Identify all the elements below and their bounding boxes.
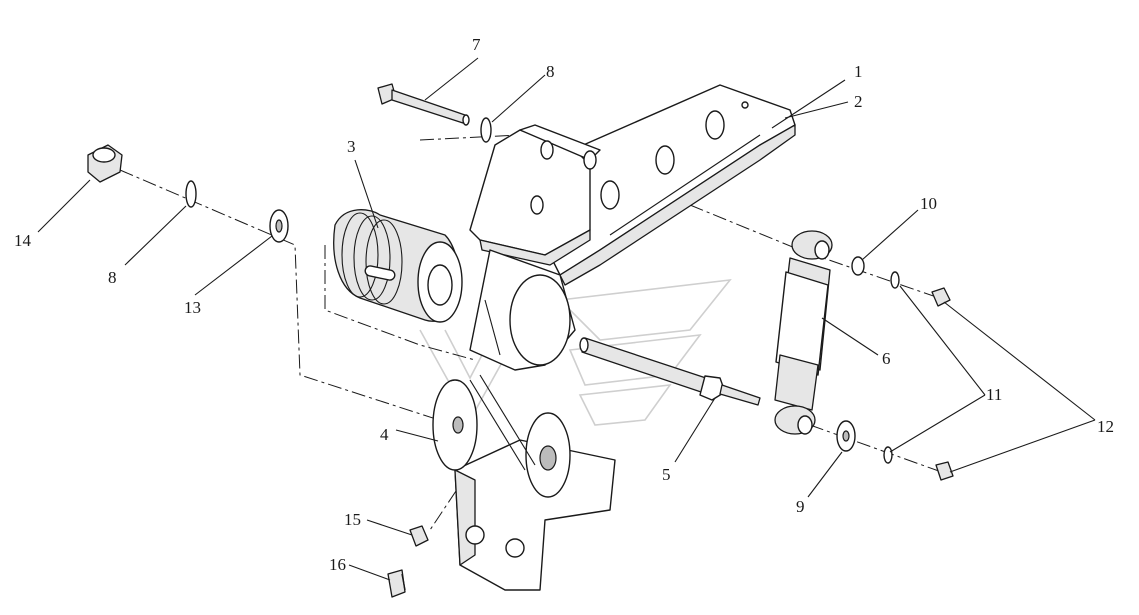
callout-5: 5	[662, 465, 671, 484]
callout-3: 3	[347, 137, 356, 156]
callout-6: 6	[882, 349, 891, 368]
hardware	[87, 117, 954, 598]
long-pin	[579, 337, 761, 406]
rubber-bushing	[333, 209, 463, 323]
callout-2: 2	[854, 92, 863, 111]
callout-11: 11	[986, 385, 1002, 404]
lower-mount-bracket	[432, 374, 616, 591]
callout-4: 4	[380, 425, 389, 444]
cab-mount-bracket	[469, 124, 601, 266]
callout-8-top: 8	[546, 62, 555, 81]
callout-labels: 1 2 3 4 5 6 7 8 8 9 10 11 12 13 14 15 16	[14, 35, 1114, 574]
callout-13: 13	[184, 298, 201, 317]
leader-lines	[37, 57, 1096, 581]
callout-8-left: 8	[108, 268, 117, 287]
bolt	[377, 83, 470, 126]
callout-9: 9	[796, 497, 805, 516]
shock-absorber	[774, 230, 833, 435]
callout-1: 1	[854, 62, 863, 81]
callout-15: 15	[344, 510, 361, 529]
callout-10: 10	[920, 194, 937, 213]
callout-14: 14	[14, 231, 32, 250]
callout-12: 12	[1097, 417, 1114, 436]
callout-16: 16	[329, 555, 346, 574]
callout-7: 7	[472, 35, 481, 54]
swing-arm	[469, 249, 576, 371]
